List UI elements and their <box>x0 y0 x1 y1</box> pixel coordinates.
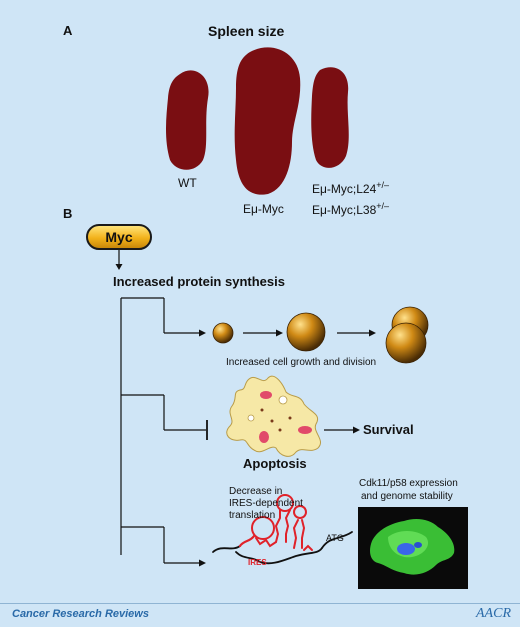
spleen-emu-myc-l24-l38 <box>311 67 349 168</box>
decrease-line-2: IRES-dependent <box>229 498 303 509</box>
growth-arrowhead-2 <box>369 329 376 337</box>
survival-label: Survival <box>363 422 414 437</box>
emu-myc-l24-label: Eμ-Myc;L24+/– <box>312 180 390 196</box>
survival-arrowhead <box>353 426 360 434</box>
ires-label: IRES <box>248 558 267 567</box>
cdk-line-1: Cdk11/p58 expression <box>359 478 458 489</box>
spleen-wt <box>166 70 209 170</box>
spleen-emu-myc <box>234 47 301 195</box>
emu-myc-l38-label: Eμ-Myc;L38+/– <box>312 201 390 217</box>
micrograph-graphics <box>370 519 455 575</box>
ires-arrowhead <box>199 559 206 567</box>
myc-box: Myc <box>86 224 152 250</box>
apoptosis-label: Apoptosis <box>243 456 307 471</box>
journal-name: Cancer Research Reviews <box>12 608 149 620</box>
ires-mrna <box>212 494 353 565</box>
apoptotic-cell <box>226 375 321 457</box>
growth-caption: Increased cell growth and division <box>226 357 377 368</box>
wt-label: WT <box>178 176 197 190</box>
spleen-size-title: Spleen size <box>208 23 285 39</box>
myc-arrowhead <box>115 264 123 270</box>
small-cell <box>212 322 234 344</box>
panel-b-label: B <box>63 206 73 221</box>
footer-bar <box>0 603 520 627</box>
decrease-line-1: Decrease in <box>229 486 283 497</box>
atg-label: ATG <box>326 533 344 543</box>
growth-arrowhead-1 <box>276 329 283 337</box>
branch-growth-arrowhead <box>199 329 206 337</box>
large-cell <box>286 312 326 352</box>
decrease-line-3: translation <box>229 510 276 521</box>
cdk-line-2: and genome stability <box>361 491 453 502</box>
aacr-logo: AACR <box>476 606 511 621</box>
emu-myc-label: Eμ-Myc <box>243 202 284 216</box>
panel-a-label: A <box>63 23 73 38</box>
increased-protein-synthesis-label: Increased protein synthesis <box>113 274 285 289</box>
dividing-cell-bottom <box>385 322 427 364</box>
cdk11-micrograph <box>358 507 468 589</box>
